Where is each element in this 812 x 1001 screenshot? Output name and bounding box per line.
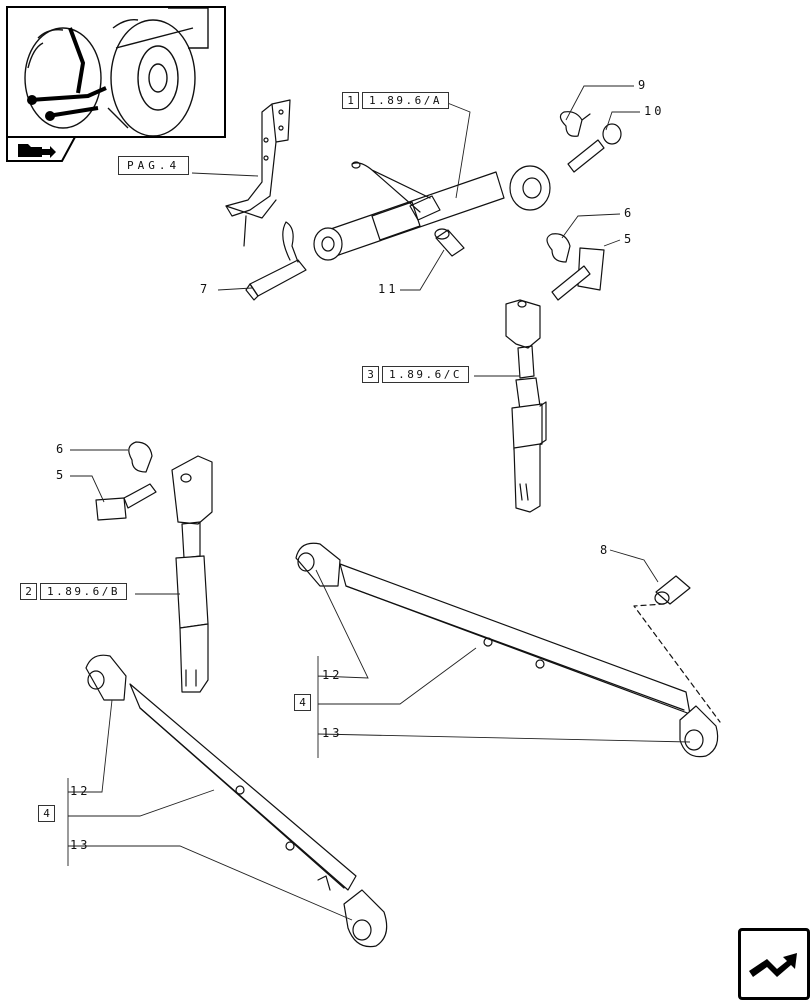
lift-rod-left	[171, 455, 213, 693]
ref-lift-rod-left[interactable]: 2 1.89.6/B	[20, 583, 127, 600]
ref-lower-arm-right[interactable]: 4	[294, 694, 311, 711]
lower-arm-right	[295, 542, 719, 758]
page-reference[interactable]: PAG.4	[118, 156, 190, 175]
ref-code: 1.89.6/B	[40, 583, 127, 600]
lift-rod-right	[505, 299, 547, 513]
ref-index: 3	[362, 366, 379, 383]
pin-10	[567, 123, 622, 173]
callout-7: 7	[200, 282, 211, 296]
top-link-assembly	[313, 161, 551, 261]
callout-5-right: 5	[624, 232, 635, 246]
ref-index: 4	[38, 805, 55, 822]
ref-code: 1.89.6/A	[362, 92, 449, 109]
linch-pin-6-right	[546, 233, 571, 263]
callout-9: 9	[638, 78, 649, 92]
ref-index: 2	[20, 583, 37, 600]
ref-index: 4	[294, 694, 311, 711]
callout-11: 11	[378, 282, 399, 296]
callout-13-left: 13	[70, 838, 91, 852]
pin-7	[245, 221, 307, 301]
ref-lift-rod-right[interactable]: 3 1.89.6/C	[362, 366, 469, 383]
ref-index: 1	[342, 92, 359, 109]
callout-12-right: 12	[322, 668, 343, 682]
lower-arm-left	[85, 654, 388, 948]
bushing-11	[434, 228, 465, 257]
ref-top-link[interactable]: 1 1.89.6/A	[342, 92, 449, 109]
callout-13-right: 13	[322, 726, 343, 740]
pin-5-right	[551, 247, 605, 301]
callout-6-right: 6	[624, 206, 635, 220]
tractor-rear-thumbnail-icon[interactable]	[6, 6, 226, 138]
ref-lower-arm-left[interactable]: 4	[38, 805, 55, 822]
linch-pin-6-left	[128, 441, 153, 473]
callout-12-left: 12	[70, 784, 91, 798]
callout-5-left: 5	[56, 468, 67, 482]
linch-pin-9	[559, 111, 591, 137]
pin-5-left	[95, 483, 157, 521]
mounting-bracket	[225, 99, 291, 247]
folder-arrow-icon[interactable]	[6, 136, 77, 162]
ref-code: 1.89.6/C	[382, 366, 469, 383]
callout-6-left: 6	[56, 442, 67, 456]
bushing-8	[654, 575, 691, 605]
callout-8: 8	[600, 543, 611, 557]
callout-10: 10	[644, 104, 665, 118]
next-page-arrow-icon[interactable]	[738, 928, 810, 1000]
